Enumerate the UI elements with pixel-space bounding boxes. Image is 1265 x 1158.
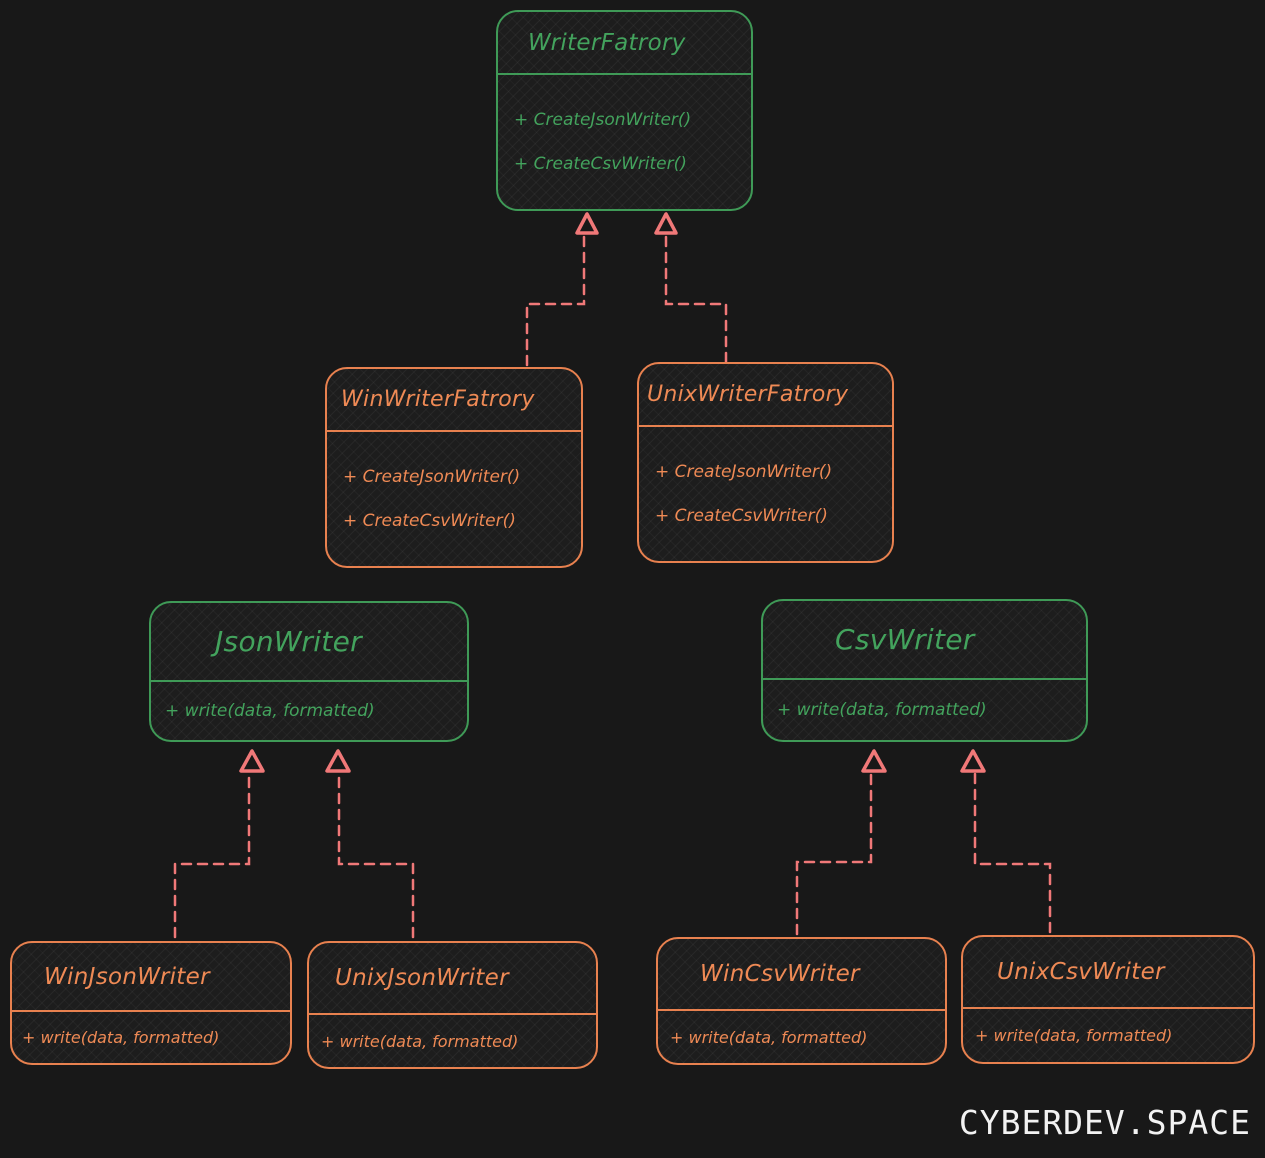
class-name: WinCsvWriter	[658, 939, 945, 1011]
connector-unix-csv	[973, 771, 1052, 934]
class-name-text: UnixCsvWriter	[997, 959, 1165, 985]
class-name-text: WinWriterFatrory	[341, 387, 535, 412]
arrowhead-win-factory	[575, 212, 599, 235]
method-item: + CreateCsvWriter()	[343, 511, 516, 531]
class-unix-json-writer: UnixJsonWriter + write(data, formatted)	[307, 941, 598, 1069]
class-win-json-writer: WinJsonWriter + write(data, formatted)	[10, 941, 292, 1065]
method-item: + write(data, formatted)	[321, 1031, 519, 1051]
class-name: WriterFatrory	[498, 12, 751, 75]
method-list: + write(data, formatted)	[963, 1009, 1253, 1062]
method-list: + CreateJsonWriter() + CreateCsvWriter()	[327, 432, 581, 566]
class-name: UnixWriterFatrory	[639, 364, 892, 427]
class-name-text: UnixWriterFatrory	[647, 382, 849, 407]
method-list: + CreateJsonWriter() + CreateCsvWriter()	[639, 427, 892, 561]
method-list: + write(data, formatted)	[12, 1012, 290, 1063]
method-list: + CreateJsonWriter() + CreateCsvWriter()	[498, 75, 751, 209]
arrowhead-win-csv	[861, 749, 887, 773]
method-item: + write(data, formatted)	[670, 1027, 868, 1047]
connector-win-csv	[795, 771, 873, 936]
method-item: + write(data, formatted)	[975, 1026, 1173, 1045]
class-unix-csv-writer: UnixCsvWriter + write(data, formatted)	[961, 935, 1255, 1064]
method-item: + write(data, formatted)	[22, 1028, 220, 1047]
method-item: + CreateCsvWriter()	[514, 154, 687, 174]
class-name: JsonWriter	[151, 603, 467, 682]
method-item: + write(data, formatted)	[777, 700, 987, 720]
arrowhead-unix-csv	[960, 749, 986, 773]
method-list: + write(data, formatted)	[763, 680, 1086, 740]
class-name: UnixCsvWriter	[963, 937, 1253, 1009]
class-win-csv-writer: WinCsvWriter + write(data, formatted)	[656, 937, 947, 1065]
class-win-writer-factory: WinWriterFatrory + CreateJsonWriter() + …	[325, 367, 583, 568]
class-name-text: JsonWriter	[215, 625, 362, 658]
arrowhead-win-json	[239, 749, 265, 773]
method-list: + write(data, formatted)	[309, 1015, 596, 1067]
arrowhead-unix-json	[325, 749, 351, 773]
class-unix-writer-factory: UnixWriterFatrory + CreateJsonWriter() +…	[637, 362, 894, 563]
method-list: + write(data, formatted)	[658, 1011, 945, 1063]
class-name-text: WinJsonWriter	[44, 963, 210, 990]
class-name-text: CsvWriter	[835, 623, 975, 656]
arrowhead-unix-factory	[654, 212, 678, 235]
class-name-text: WinCsvWriter	[700, 961, 860, 987]
method-item: + CreateJsonWriter()	[655, 462, 833, 482]
watermark: CYBERDEV.SPACE	[958, 1103, 1251, 1142]
class-name-text: UnixJsonWriter	[335, 965, 509, 991]
class-name: UnixJsonWriter	[309, 943, 596, 1015]
connector-win-json	[173, 771, 251, 939]
connector-win-factory	[525, 234, 586, 367]
class-name: WinWriterFatrory	[327, 369, 581, 432]
connector-unix-factory	[664, 234, 728, 364]
class-writer-factory: WriterFatrory + CreateJsonWriter() + Cre…	[496, 10, 753, 211]
class-json-writer: JsonWriter + write(data, formatted)	[149, 601, 469, 742]
method-item: + CreateJsonWriter()	[343, 467, 521, 487]
method-item: + write(data, formatted)	[165, 701, 375, 721]
method-list: + write(data, formatted)	[151, 682, 467, 740]
connector-unix-json	[337, 771, 415, 939]
class-name-text: WriterFatrory	[528, 29, 686, 56]
class-name: CsvWriter	[763, 601, 1086, 680]
class-name: WinJsonWriter	[12, 943, 290, 1012]
class-csv-writer: CsvWriter + write(data, formatted)	[761, 599, 1088, 742]
method-item: + CreateCsvWriter()	[655, 506, 828, 526]
method-item: + CreateJsonWriter()	[514, 110, 692, 130]
